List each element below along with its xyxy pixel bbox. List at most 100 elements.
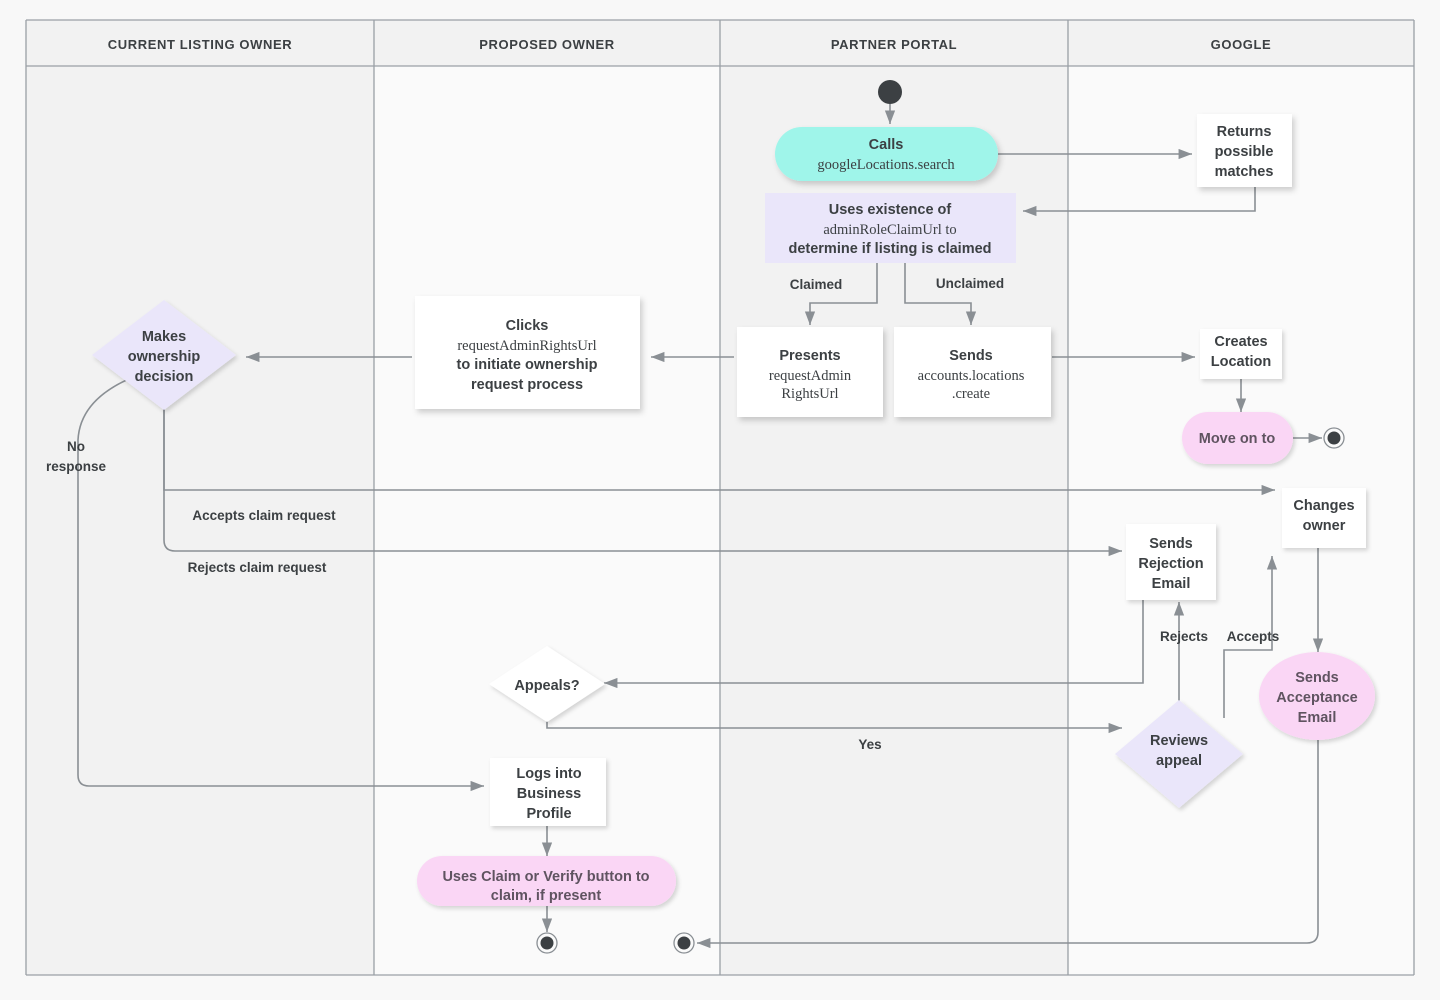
creates-location-line-2: Location xyxy=(1211,354,1271,370)
sends-rejection-email-shape xyxy=(1126,524,1216,600)
changes-owner-shape xyxy=(1282,488,1366,548)
reviews-appeal-line-1: Reviews xyxy=(1150,733,1208,749)
presents-shape xyxy=(737,327,883,417)
end-marker-partner-portal-icon xyxy=(677,936,691,950)
clicks-line-1: Clicks xyxy=(506,318,549,334)
node-calls-google-locations-search[interactable]: Calls googleLocations.search xyxy=(775,127,998,181)
node-sends-accounts-locations-create[interactable]: Sends accounts.locations .create xyxy=(894,327,1051,417)
edge-label-accepts-claim-request: Accepts claim request xyxy=(192,508,336,523)
node-uses-claim-or-verify-button[interactable]: Uses Claim or Verify button to claim, if… xyxy=(417,856,676,906)
move-on-to-label: Move on to xyxy=(1199,431,1276,447)
lane-title-current-listing-owner: CURRENT LISTING OWNER xyxy=(108,37,292,52)
lane-title-partner-portal: PARTNER PORTAL xyxy=(831,37,957,52)
lane-title-proposed-owner: PROPOSED OWNER xyxy=(479,37,615,52)
clicks-shape xyxy=(415,296,640,409)
sends-acceptance-email-line-3: Email xyxy=(1298,710,1337,726)
edge-label-yes: Yes xyxy=(858,737,881,752)
edge-rejects-claim-request-to-sends-rejection-email xyxy=(163,400,1123,557)
sends-rejection-email-line-3: Email xyxy=(1152,576,1191,592)
node-sends-rejection-email[interactable]: Sends Rejection Email xyxy=(1126,524,1216,600)
presents-line-3: RightsUrl xyxy=(781,386,838,402)
node-reviews-appeal[interactable]: Reviews appeal xyxy=(1115,700,1243,808)
edge-uses-existence-claimed xyxy=(804,263,878,326)
uses-existence-line-1: Uses existence of xyxy=(829,202,952,218)
node-end-marker-partner-portal xyxy=(673,932,695,954)
node-creates-location[interactable]: Creates Location xyxy=(1200,329,1282,379)
node-presents-request-admin-rights-url[interactable]: Presents requestAdmin RightsUrl xyxy=(737,327,883,417)
clicks-line-3: to initiate ownership xyxy=(457,357,598,373)
creates-location-line-1: Creates xyxy=(1214,334,1267,350)
makes-ownership-decision-line-3: decision xyxy=(135,369,194,385)
makes-ownership-decision-line-1: Makes xyxy=(142,329,186,345)
appeals-label: Appeals? xyxy=(514,678,579,694)
creates-location-shape xyxy=(1200,329,1282,379)
node-end-marker-google xyxy=(1323,427,1345,449)
reviews-appeal-shape xyxy=(1115,700,1243,808)
edge-sends-rejection-email-to-appeals xyxy=(603,600,1144,689)
node-appeals[interactable]: Appeals? xyxy=(489,646,605,722)
edge-label-accepts: Accepts xyxy=(1227,629,1280,644)
end-marker-proposed-owner-icon xyxy=(540,936,554,950)
calls-line-2: googleLocations.search xyxy=(817,157,955,173)
node-start-marker xyxy=(878,80,902,104)
edge-label-rejects-claim-request: Rejects claim request xyxy=(188,560,327,575)
end-marker-google-icon xyxy=(1327,431,1341,445)
changes-owner-line-2: owner xyxy=(1303,518,1346,534)
edge-reviews-appeal-accepts-to-changes-owner xyxy=(1223,555,1278,718)
flow-edge-labels: Claimed Unclaimed No response Accepts cl… xyxy=(46,276,1279,752)
changes-owner-line-1: Changes xyxy=(1293,498,1354,514)
node-move-on-to[interactable]: Move on to xyxy=(1182,412,1293,464)
start-marker-icon xyxy=(878,80,902,104)
move-on-to-shape xyxy=(1182,412,1293,464)
flow-edges xyxy=(77,104,1324,949)
logs-into-business-profile-shape xyxy=(490,758,606,826)
edge-returns-to-uses-existence xyxy=(1022,187,1256,217)
node-end-marker-proposed-owner xyxy=(536,932,558,954)
edge-label-unclaimed: Unclaimed xyxy=(936,276,1004,291)
sends-acceptance-email-line-2: Acceptance xyxy=(1276,690,1357,706)
node-uses-existence-of-admin-role-claim-url[interactable]: Uses existence of adminRoleClaimUrl to d… xyxy=(765,193,1016,263)
calls-line-1: Calls xyxy=(869,137,904,153)
returns-line-1: Returns xyxy=(1217,124,1272,140)
edge-label-rejects: Rejects xyxy=(1160,629,1208,644)
clicks-line-4: request process xyxy=(471,377,583,393)
edge-label-no-response-line-1: No xyxy=(67,439,85,454)
sends-create-line-2: accounts.locations xyxy=(918,368,1025,384)
sends-rejection-email-line-2: Rejection xyxy=(1138,556,1203,572)
node-returns-possible-matches[interactable]: Returns possible matches xyxy=(1197,114,1292,187)
sends-acceptance-email-shape xyxy=(1259,652,1375,740)
lane-bg-current-listing-owner xyxy=(26,20,374,975)
node-clicks-request-admin-rights-url[interactable]: Clicks requestAdminRightsUrl to initiate… xyxy=(415,296,640,409)
returns-line-3: matches xyxy=(1215,164,1274,180)
appeals-shape xyxy=(489,646,605,722)
sends-create-line-3: .create xyxy=(952,386,990,402)
makes-ownership-decision-line-2: ownership xyxy=(128,349,201,365)
uses-claim-line-2: claim, if present xyxy=(491,888,602,904)
makes-ownership-decision-shape xyxy=(92,300,236,410)
logs-into-business-profile-line-3: Profile xyxy=(526,806,571,822)
swimlane-titles: CURRENT LISTING OWNER PROPOSED OWNER PAR… xyxy=(108,37,1272,52)
lane-title-google: GOOGLE xyxy=(1211,37,1272,52)
sends-acceptance-email-line-1: Sends xyxy=(1295,670,1339,686)
returns-shape xyxy=(1197,114,1292,187)
uses-existence-line-2: adminRoleClaimUrl to xyxy=(823,222,956,238)
sends-rejection-email-line-1: Sends xyxy=(1149,536,1193,552)
calls-shape xyxy=(775,127,998,181)
uses-existence-shape xyxy=(765,193,1016,263)
node-makes-ownership-decision[interactable]: Makes ownership decision xyxy=(92,300,236,410)
presents-line-2: requestAdmin xyxy=(769,368,852,384)
logs-into-business-profile-line-1: Logs into xyxy=(516,766,581,782)
uses-claim-line-1: Uses Claim or Verify button to xyxy=(442,869,649,885)
clicks-line-2: requestAdminRightsUrl xyxy=(457,338,596,354)
uses-existence-line-3: determine if listing is claimed xyxy=(788,241,991,257)
edge-label-no-response-line-2: response xyxy=(46,459,107,474)
node-sends-acceptance-email[interactable]: Sends Acceptance Email xyxy=(1259,652,1375,740)
returns-line-2: possible xyxy=(1215,144,1274,160)
node-changes-owner[interactable]: Changes owner xyxy=(1282,488,1366,548)
edge-label-claimed: Claimed xyxy=(790,277,843,292)
logs-into-business-profile-line-2: Business xyxy=(517,786,581,802)
swimlane-grid xyxy=(25,19,1415,976)
sends-create-shape xyxy=(894,327,1051,417)
node-logs-into-business-profile[interactable]: Logs into Business Profile xyxy=(490,758,606,826)
